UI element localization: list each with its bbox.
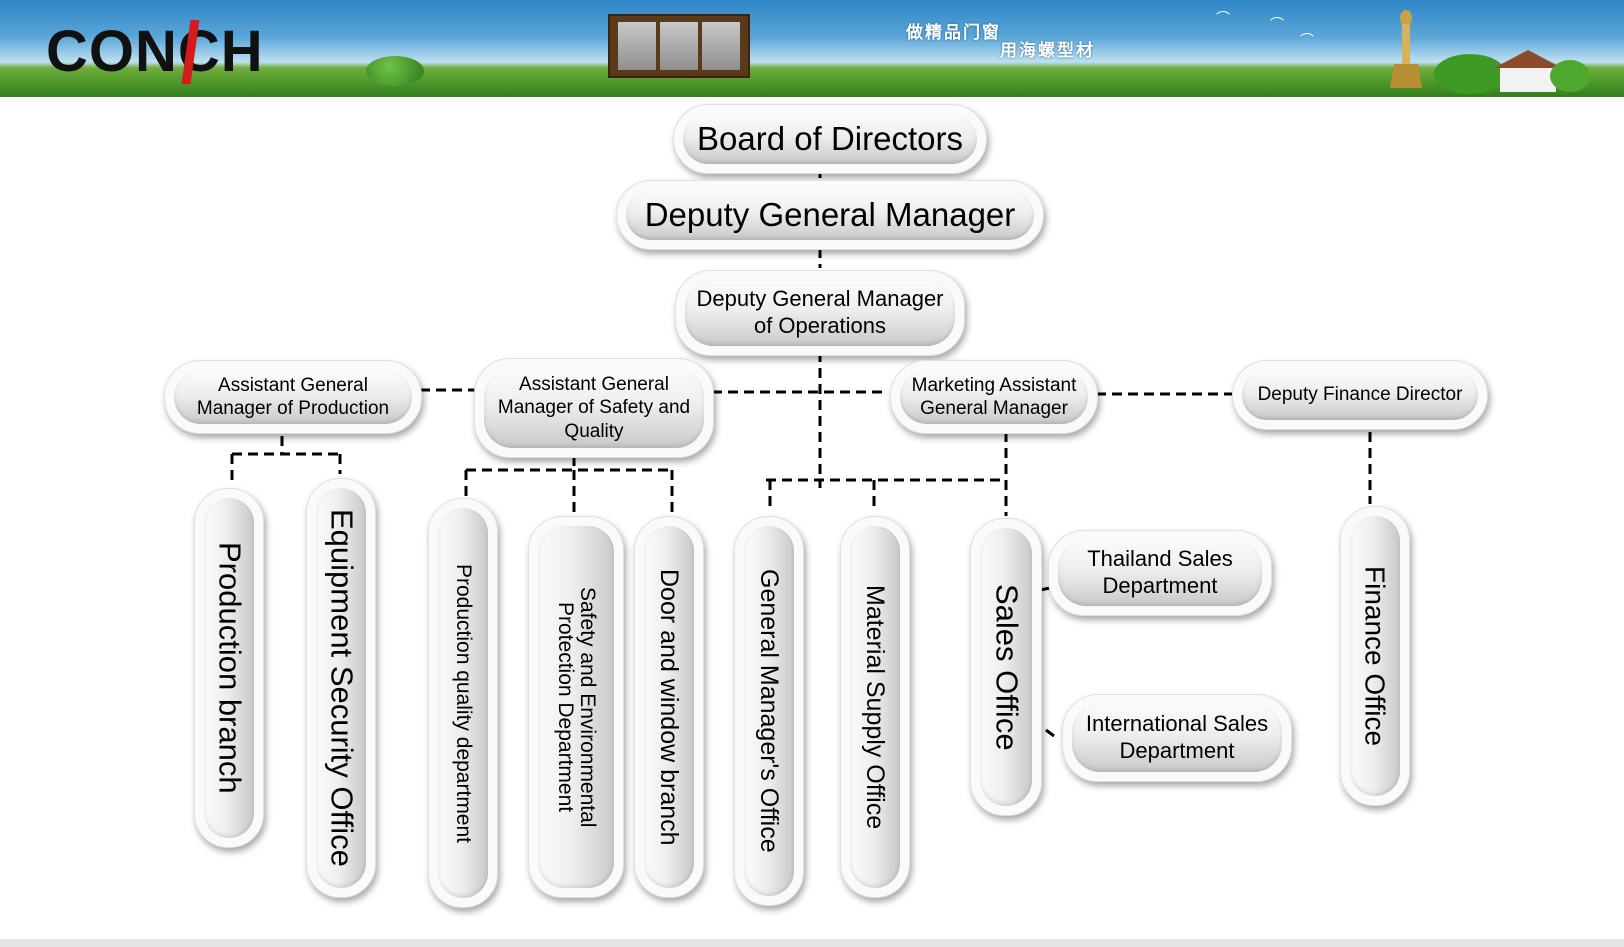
bird-icon: ⌒ — [1270, 16, 1284, 32]
house-decoration — [1434, 50, 1590, 94]
conch-logo: CONCH — [46, 18, 264, 85]
agm-production-label: Assistant General Manager of Production — [174, 370, 412, 424]
tree-decoration — [366, 56, 424, 86]
international-sales-department-node: International Sales Department — [1062, 694, 1292, 782]
marketing-agm-node: Marketing Assistant General Manager — [890, 360, 1098, 434]
board-of-directors-label: Board of Directors — [683, 114, 977, 164]
deputy-gm-operations-label: Deputy General Manager of Operations — [685, 280, 955, 346]
deputy-general-manager-label: Deputy General Manager — [626, 190, 1034, 240]
agm-production-node: Assistant General Manager of Production — [164, 360, 422, 434]
deputy-finance-director-node: Deputy Finance Director — [1232, 360, 1488, 430]
international-sales-department-label: International Sales Department — [1072, 704, 1282, 772]
deputy-finance-director-label: Deputy Finance Director — [1242, 370, 1478, 420]
agm-safety-quality-node: Assistant General Manager of Safety and … — [474, 358, 714, 458]
slogan-line-1: 做精品门窗 — [906, 23, 1001, 43]
slogan-line-2: 用海螺型材 — [1000, 41, 1095, 61]
footer-divider — [0, 939, 1624, 947]
logo-text: CONCH — [46, 19, 264, 84]
safety-environmental-protection-label: Safety and Environmental Protection Depa… — [554, 586, 600, 828]
material-supply-office-node: Material Supply Office — [840, 516, 910, 898]
deputy-general-manager-node: Deputy General Manager — [616, 180, 1044, 250]
thailand-sales-department-node: Thailand Sales Department — [1048, 530, 1272, 616]
trophy-icon — [1390, 10, 1422, 88]
equipment-security-office-label: Equipment Security Office — [324, 509, 360, 867]
header-banner: CONCH 做精品门窗 用海螺型材 ⌒ ⌒ ⌒ — [0, 0, 1624, 97]
material-supply-office-label: Material Supply Office — [861, 584, 890, 830]
production-branch-label: Production branch — [212, 542, 248, 794]
bird-icon: ⌒ — [1300, 32, 1314, 48]
sales-office-node: Sales Office — [970, 518, 1042, 816]
general-managers-office-node: General Manager's Office — [734, 516, 804, 906]
agm-safety-quality-label: Assistant General Manager of Safety and … — [484, 368, 704, 448]
deputy-gm-operations-node: Deputy General Manager of Operations — [675, 270, 965, 356]
door-window-branch-label: Door and window branch — [655, 568, 684, 846]
sales-office-label: Sales Office — [989, 583, 1025, 751]
production-quality-department-node: Production quality department — [428, 498, 498, 908]
door-window-branch-node: Door and window branch — [634, 516, 704, 898]
safety-environmental-protection-node: Safety and Environmental Protection Depa… — [528, 516, 624, 898]
marketing-agm-label: Marketing Assistant General Manager — [900, 370, 1088, 424]
thailand-sales-department-label: Thailand Sales Department — [1058, 540, 1262, 606]
board-of-directors-node: Board of Directors — [673, 104, 987, 174]
general-managers-office-label: General Manager's Office — [755, 569, 784, 853]
bird-icon: ⌒ — [1216, 10, 1230, 26]
finance-office-label: Finance Office — [1359, 565, 1391, 747]
finance-office-node: Finance Office — [1340, 506, 1410, 806]
building-photo — [608, 14, 750, 78]
production-branch-node: Production branch — [194, 488, 264, 848]
production-quality-department-label: Production quality department — [452, 563, 476, 843]
equipment-security-office-node: Equipment Security Office — [306, 478, 376, 898]
